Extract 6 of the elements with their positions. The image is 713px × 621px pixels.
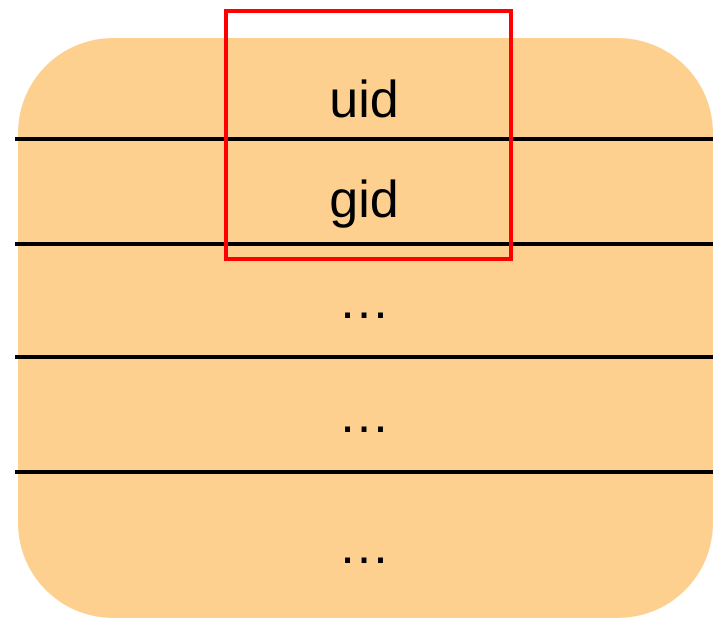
field-label: gid xyxy=(329,174,399,226)
field-label: … xyxy=(338,520,390,572)
field-label: uid xyxy=(329,74,399,126)
field-label: … xyxy=(338,388,390,440)
table-panel xyxy=(18,38,713,618)
field-label: … xyxy=(338,274,390,326)
